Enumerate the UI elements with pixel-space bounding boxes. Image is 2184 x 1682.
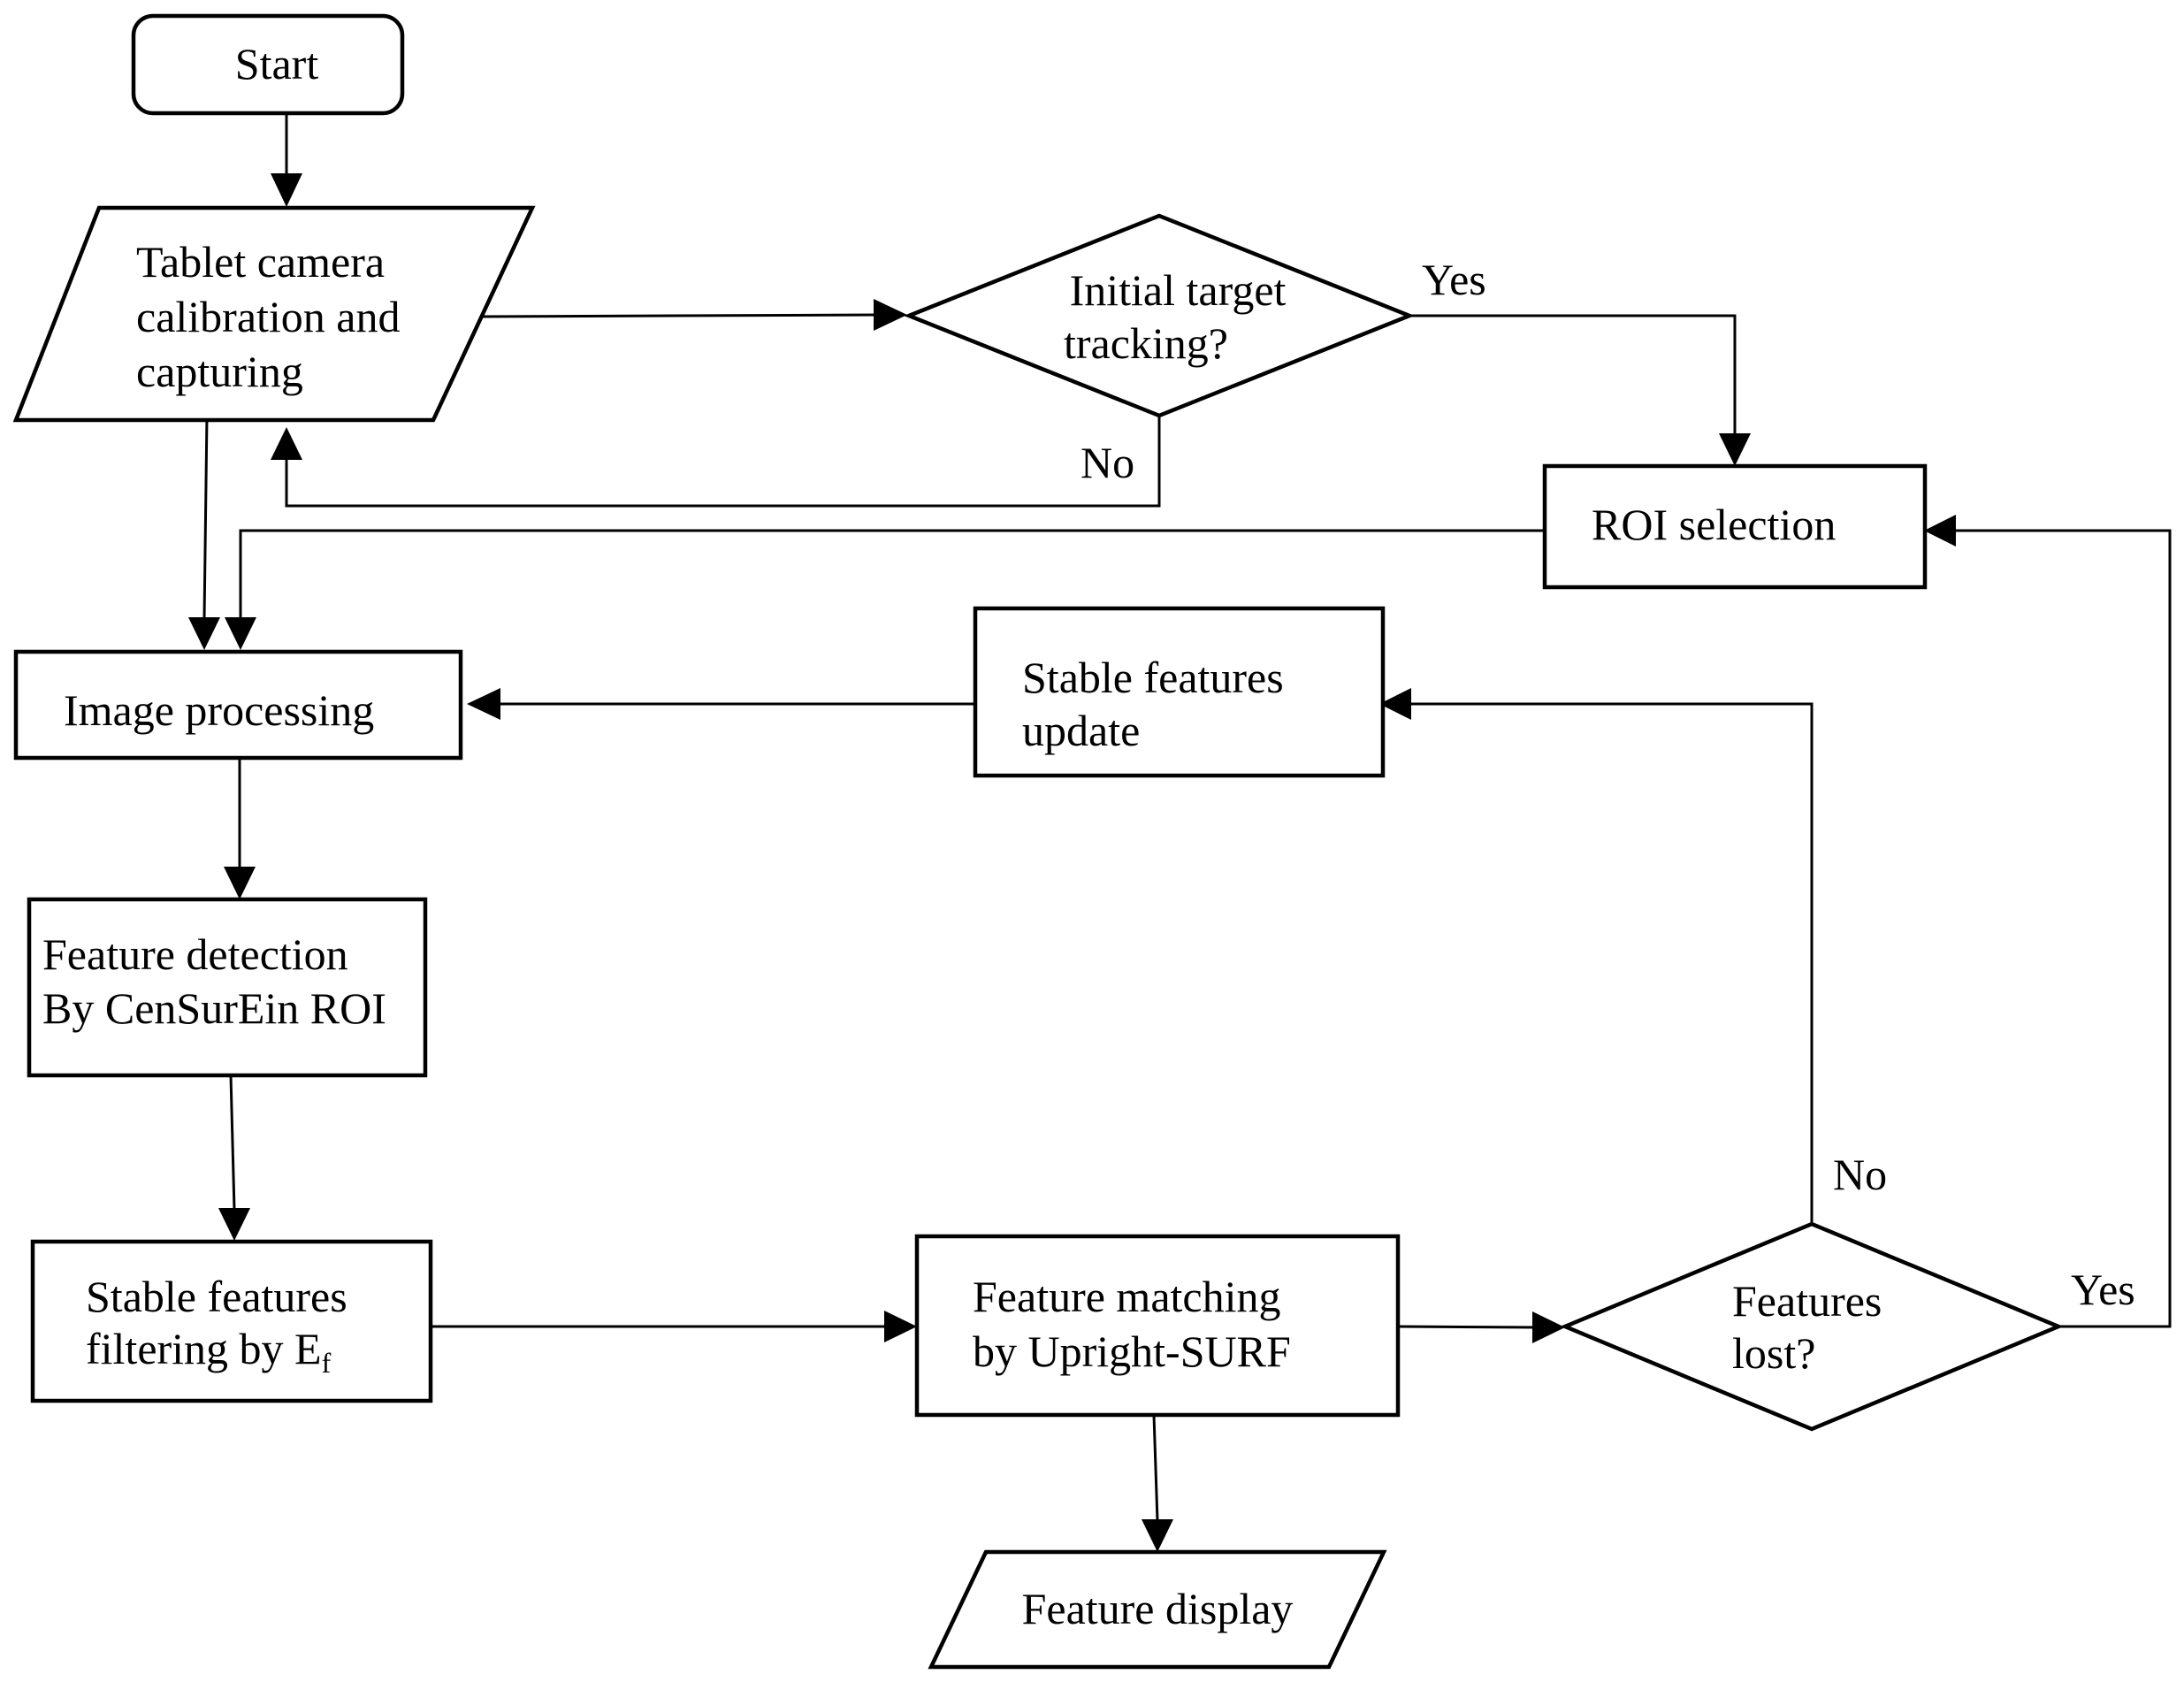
capture-parallelogram bbox=[12, 205, 536, 423]
feature-display-node: Feature display bbox=[928, 1549, 1387, 1670]
start-node: Start bbox=[131, 13, 405, 116]
stable-update-node: Stable features update bbox=[973, 606, 1386, 778]
arrow-head-into-stable-update bbox=[1379, 688, 1411, 720]
feature-detection-label-line-2: By CenSurEin ROI bbox=[42, 983, 386, 1033]
initial-no-label: No bbox=[1081, 438, 1134, 487]
arrow-heads bbox=[188, 173, 1956, 1552]
edge-capture-to-image-processing bbox=[202, 415, 209, 620]
capture-node: Tablet camera calibration and capturing bbox=[12, 205, 536, 423]
lost-no-label: No bbox=[1833, 1150, 1887, 1199]
roi-selection-label: ROI selection bbox=[1592, 500, 1836, 549]
start-terminator bbox=[131, 13, 405, 116]
stable-filtering-label-line-2: filtering by Ef bbox=[86, 1324, 332, 1379]
arrow-head-into-feature-detection bbox=[224, 867, 256, 899]
arrow-head-into-image-processing-from-update bbox=[467, 688, 500, 720]
edge-roi-to-image-processing bbox=[239, 529, 1545, 619]
arrow-head-into-filtering bbox=[218, 1208, 250, 1241]
arrow-head-into-capture-from-no bbox=[271, 427, 302, 460]
capture-label-line-3: capturing bbox=[136, 347, 303, 396]
capture-label-line-1: Tablet camera bbox=[136, 237, 385, 287]
arrow-head-into-features-lost bbox=[1532, 1311, 1565, 1343]
arrow-head-into-capture bbox=[271, 173, 302, 207]
initial-tracking-diamond bbox=[903, 213, 1416, 418]
arrow-head-into-image-processing-from-capture bbox=[188, 617, 220, 650]
arrow-head-into-display bbox=[1142, 1519, 1173, 1552]
image-processing-box bbox=[13, 649, 463, 761]
initial-yes-label: Yes bbox=[1422, 255, 1486, 304]
features-lost-label-line-2: lost? bbox=[1732, 1328, 1815, 1378]
feature-display-label: Feature display bbox=[1022, 1584, 1294, 1633]
arrow-head-into-matching bbox=[884, 1311, 917, 1342]
image-processing-label: Image processing bbox=[64, 685, 374, 735]
stable-update-box bbox=[973, 606, 1386, 778]
feature-matching-node: Feature matching by Upright-SURF bbox=[914, 1234, 1401, 1418]
edge-lost-no-to-stable-update bbox=[1411, 702, 1814, 1224]
arrow-head-into-roi-from-yes bbox=[1719, 433, 1751, 466]
feature-matching-label-line-1: Feature matching bbox=[973, 1272, 1281, 1321]
stable-update-label-line-2: update bbox=[1022, 706, 1140, 755]
features-lost-diamond bbox=[1560, 1221, 2064, 1432]
initial-tracking-label-line-1: Initial target bbox=[1070, 265, 1287, 315]
features-lost-label-line-1: Features bbox=[1732, 1276, 1882, 1326]
feature-matching-label-line-2: by Upright-SURF bbox=[973, 1326, 1291, 1376]
stable-filtering-label-subscript: f bbox=[322, 1347, 332, 1379]
stable-filtering-label-line-1: Stable features bbox=[86, 1272, 347, 1321]
edge-initial-no-to-capture bbox=[285, 416, 1161, 508]
stable-filtering-node: Stable features filtering by Ef bbox=[30, 1239, 433, 1403]
edge-labels: Yes No No Yes bbox=[1081, 255, 2135, 1314]
feature-matching-box bbox=[914, 1234, 1401, 1418]
stable-filtering-label-main: filtering by E bbox=[86, 1324, 322, 1373]
initial-tracking-node: Initial target tracking? bbox=[903, 213, 1416, 418]
stable-filtering-box bbox=[30, 1239, 433, 1403]
feature-detection-label-line-1: Feature detection bbox=[42, 929, 348, 979]
feature-detection-node: Feature detection By CenSurEin ROI bbox=[27, 897, 428, 1078]
edge-capture-to-initial-tracking bbox=[481, 313, 882, 318]
arrow-head-into-roi-from-lost bbox=[1924, 515, 1956, 547]
edge-lost-yes-to-roi bbox=[1954, 529, 2172, 1328]
feature-detection-box bbox=[27, 897, 428, 1078]
image-processing-node: Image processing bbox=[13, 649, 463, 761]
connector-lines bbox=[202, 115, 2172, 1522]
stable-update-label-line-1: Stable features bbox=[1022, 653, 1284, 702]
feature-display-parallelogram bbox=[928, 1549, 1387, 1670]
edge-feature-detection-to-filtering bbox=[229, 1074, 236, 1211]
initial-tracking-label-line-2: tracking? bbox=[1064, 318, 1228, 368]
roi-selection-box bbox=[1542, 463, 1928, 590]
edge-initial-yes-to-roi bbox=[1409, 314, 1737, 435]
edge-matching-to-display bbox=[1152, 1414, 1159, 1522]
arrow-head-into-image-processing-from-roi bbox=[225, 617, 256, 650]
roi-selection-node: ROI selection bbox=[1542, 463, 1928, 590]
arrow-head-into-initial-tracking bbox=[874, 299, 907, 331]
capture-label-line-2: calibration and bbox=[136, 292, 401, 341]
edge-matching-to-features-lost bbox=[1397, 1325, 1538, 1329]
features-lost-node: Features lost? bbox=[1560, 1221, 2064, 1432]
lost-yes-label: Yes bbox=[2071, 1265, 2135, 1314]
start-label: Start bbox=[235, 39, 319, 88]
